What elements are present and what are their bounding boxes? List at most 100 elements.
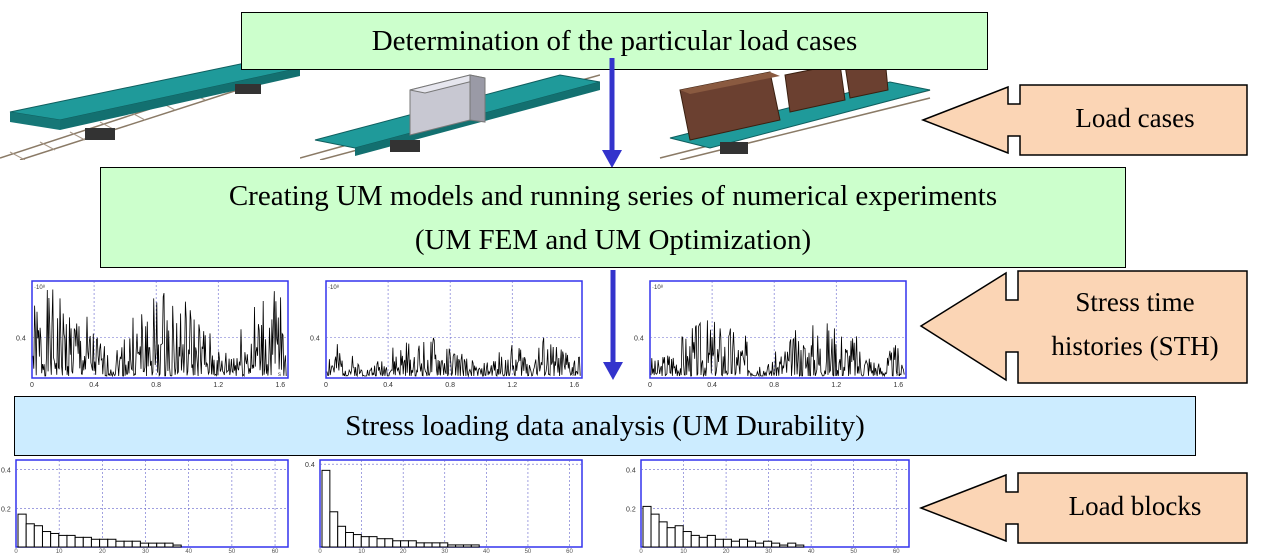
x-tick-label: 50 — [525, 549, 532, 553]
y-tick-label: 0.4 — [634, 335, 644, 342]
histogram-bar — [415, 542, 425, 548]
x-unit-label: s — [572, 372, 575, 378]
x-unit-label: s — [278, 372, 281, 378]
x-tick-label: 50 — [850, 549, 857, 553]
y-tick-label: 0.4 — [16, 335, 26, 342]
histogram-bar — [698, 536, 708, 548]
x-tick-label: 60 — [272, 549, 279, 553]
histogram-bar — [376, 538, 386, 548]
histogram-bar — [172, 544, 182, 548]
histogram-bar — [431, 542, 441, 548]
histogram-bar — [455, 544, 464, 548]
histogram-bar — [345, 532, 354, 548]
x-tick-label: 10 — [56, 549, 63, 553]
x-tick-label: 0.4 — [89, 382, 99, 388]
multiplier-label: ·10⁸ — [34, 284, 46, 291]
left-callout-arrow-icon — [919, 270, 1248, 384]
histogram-bar — [156, 542, 166, 548]
histogram-bar — [58, 534, 68, 548]
left-callout-arrow-icon — [920, 84, 1248, 156]
histogram-bar — [747, 540, 757, 548]
histogram-bar — [90, 538, 101, 548]
histogram-bar — [368, 536, 378, 548]
x-tick-label: 30 — [765, 549, 772, 553]
histogram-bar — [384, 538, 394, 548]
x-tick-label: 0.8 — [769, 382, 779, 388]
histogram-bar — [650, 513, 660, 548]
x-tick-label: 40 — [808, 549, 815, 553]
y-tick-label: 0.4 — [310, 335, 320, 342]
callout-sth-line1: Stress time — [1075, 287, 1195, 317]
x-tick-label: 1.6 — [893, 382, 903, 388]
x-tick-label: 0.4 — [707, 382, 717, 388]
x-tick-label: 40 — [185, 549, 192, 553]
y-tick-label: 0.2 — [626, 506, 636, 513]
step-determination-label: Determination of the particular load cas… — [371, 24, 858, 57]
x-tick-label: 1.2 — [507, 382, 517, 388]
histogram-bar — [755, 542, 765, 548]
x-tick-label: 60 — [566, 549, 573, 553]
flatcar-container-image — [300, 74, 600, 160]
histogram-bar — [642, 505, 652, 548]
x-tick-label: 20 — [99, 549, 106, 553]
histogram-bar — [722, 538, 732, 548]
histogram-bar — [462, 544, 472, 548]
multiplier-label: ·10⁸ — [328, 284, 340, 291]
histogram-bar — [360, 536, 370, 548]
histogram-bar — [407, 540, 417, 548]
histogram-bar — [107, 538, 117, 548]
histogram-bar — [17, 513, 27, 548]
histogram-bar — [706, 534, 716, 548]
stress-signal-line — [650, 320, 905, 378]
x-tick-label: 0.8 — [151, 382, 161, 388]
histogram-bar — [400, 540, 409, 548]
histogram-bar — [447, 544, 457, 548]
y-tick-label: 0.4 — [626, 468, 636, 475]
callout-sth: Stress time histories (STH) — [1025, 280, 1245, 376]
histogram-bar — [690, 534, 700, 548]
x-tick-label: 0 — [639, 549, 643, 553]
histogram-bar — [674, 525, 684, 548]
step-models-box: Creating UM models and running series of… — [100, 167, 1126, 268]
callout-load-blocks: Load blocks — [1068, 491, 1202, 521]
histogram-bar — [682, 531, 692, 548]
x-tick-label: 40 — [483, 549, 490, 553]
histogram-bar — [352, 534, 362, 548]
histogram-bar — [423, 542, 433, 548]
histogram-bar — [771, 542, 781, 548]
y-tick-label: 0.4 — [1, 468, 11, 475]
stress-signal-line — [32, 289, 287, 378]
histogram-bar — [115, 540, 125, 548]
flatcar-empty-image — [0, 59, 300, 160]
histogram-bar — [123, 540, 133, 548]
x-tick-label: 20 — [723, 549, 730, 553]
histogram-bar — [82, 536, 92, 548]
histogram-bar — [25, 523, 35, 548]
callout-sth-line2: histories (STH) — [1051, 331, 1219, 361]
load-block-histogram: 0 10 20 30 40 50 60 0.2 0.4 — [626, 459, 910, 553]
x-tick-label: 0 — [30, 382, 34, 388]
y-tick-label: 0.2 — [1, 506, 11, 513]
histogram-bar — [795, 544, 805, 548]
histogram-bar — [392, 540, 402, 548]
histogram-bar — [787, 542, 797, 548]
histogram-bar — [164, 542, 174, 548]
x-tick-label: 0 — [648, 382, 652, 388]
histogram-bar — [50, 532, 60, 548]
x-tick-label: 10 — [680, 549, 687, 553]
histogram-bar — [714, 538, 724, 548]
x-tick-label: 0 — [324, 382, 328, 388]
x-tick-label: 60 — [893, 549, 900, 553]
down-arrow-icon — [603, 270, 623, 380]
down-arrow-icon — [602, 58, 622, 168]
histogram-bar — [329, 511, 339, 548]
histogram-bar — [74, 536, 84, 548]
x-tick-label: 30 — [441, 549, 448, 553]
y-tick-label: 0.4 — [305, 462, 315, 469]
x-tick-label: 0 — [14, 549, 18, 553]
histogram-bar — [738, 538, 749, 548]
